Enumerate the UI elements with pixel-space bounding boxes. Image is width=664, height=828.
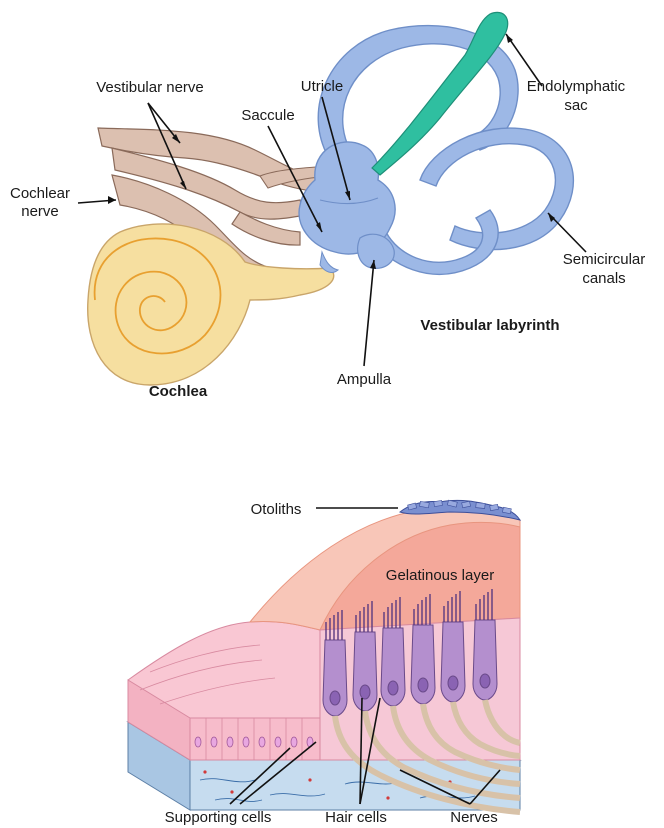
- ampulla-label: Ampulla: [337, 371, 392, 388]
- vestibular-labyrinth-label: Vestibular labyrinth: [420, 317, 559, 334]
- endolymphatic-sac-label-line1: Endolymphatic: [527, 78, 626, 95]
- inner-ear-diagram: Vestibular nerve Cochlear nerve Saccule …: [10, 12, 645, 400]
- hair-cells-label: Hair cells: [325, 809, 387, 826]
- otoliths-label: Otoliths: [251, 501, 302, 518]
- cochlear-nerve-label-line1: Cochlear: [10, 185, 70, 202]
- cochlea-shape: [88, 224, 334, 385]
- saccule-label: Saccule: [241, 107, 294, 124]
- nerves-label: Nerves: [450, 809, 498, 826]
- supporting-cells-label: Supporting cells: [165, 809, 272, 826]
- supporting-cell-layer: [128, 622, 320, 760]
- endolymphatic-sac-label-line2: sac: [564, 97, 588, 114]
- macula-diagram: Otoliths Gelatinous layer Supporting cel…: [128, 500, 520, 826]
- vestibular-nerve-label: Vestibular nerve: [96, 79, 204, 96]
- utricle-label: Utricle: [301, 78, 344, 95]
- labyrinth-shape: [299, 26, 573, 275]
- semicircular-canals-label-line1: Semicircular: [563, 251, 646, 268]
- semicircular-canals-label-line2: canals: [582, 270, 625, 287]
- cochlear-nerve-label-line2: nerve: [21, 203, 59, 220]
- gelatinous-layer-label: Gelatinous layer: [386, 567, 494, 584]
- cochlea-label: Cochlea: [149, 383, 208, 400]
